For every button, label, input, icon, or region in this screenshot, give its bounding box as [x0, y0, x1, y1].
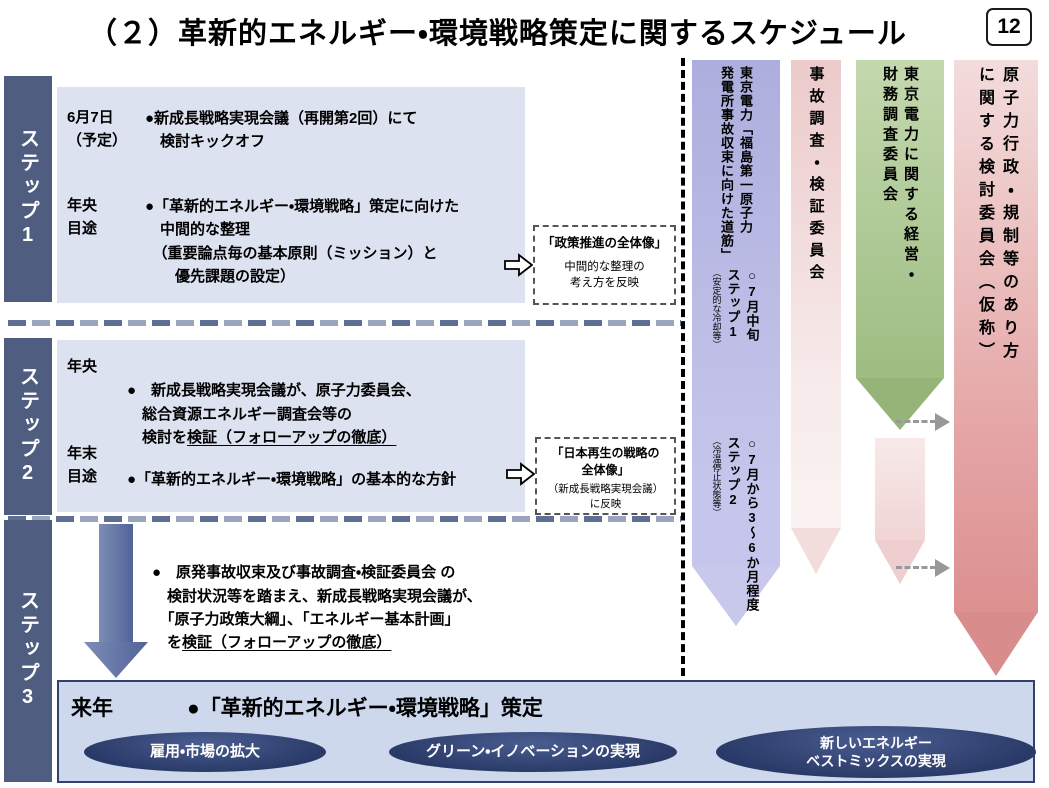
step3-text: ● 原発事故収束及び事故調査・検証委員会 の 検討状況等を踏まえ、新成長戦略実現…	[152, 538, 482, 654]
roadmap-milestone-2: ○7月から3～6か月程度 ステップ2 （冷温停止状態等）	[692, 436, 780, 612]
page-number-badge: 12	[986, 8, 1032, 46]
step1-row1-time: 6月7日 （予定）	[67, 109, 128, 149]
reflect-arrow-icon	[506, 462, 536, 486]
policy-callout-title: 「政策推進の全体像」	[541, 236, 667, 250]
step2-row1-time: 年央	[67, 358, 98, 375]
next-year-panel: 来年 ●「革新的エネルギー・環境戦略」策定 雇用・市場の拡大 グリーン・イノベー…	[57, 680, 1036, 783]
tepco-roadmap-title: 東京電力「福島第一原子力 発電所事故収束に向けた道筋」	[719, 66, 753, 262]
milestone-2-main: ○7月から3～6か月程度 ステップ2	[725, 436, 760, 612]
goal-ellipse-green-innovation: グリーン・イノベーションの実現	[389, 732, 677, 772]
revival-callout-title: 「日本再生の戦略の 全体像」	[551, 446, 660, 477]
step3-label: ステップ3	[4, 520, 52, 782]
policy-overview-callout: 「政策推進の全体像」 中間的な整理の 考え方を反映	[533, 225, 676, 305]
goal-ellipse-energy-mix: 新しいエネルギー ベストミックスの実現	[716, 726, 1036, 778]
step-separator-2	[8, 516, 681, 522]
step2-panel: 年央 ● 新成長戦略実現会議が、原子力委員会、 総合資源エネルギー調査会等の 検…	[57, 340, 525, 512]
milestone-1-sub: （安定的な冷却等）	[711, 268, 722, 349]
timeline-divider	[681, 58, 685, 676]
reflect-arrow-icon	[504, 253, 534, 277]
regulation-committee-arrowhead	[954, 612, 1038, 676]
page-title: （２）革新的エネルギー・環境戦略策定に関するスケジュール	[88, 18, 907, 50]
regulation-committee-arrow	[954, 60, 1038, 612]
next-year-label: 来年	[71, 697, 113, 720]
step2-label-text: ステップ2	[16, 365, 39, 488]
dashed-connector-arrow-1	[896, 412, 954, 432]
step1-row2-time: 年央 目途	[67, 197, 98, 237]
roadmap-milestone-1: ○7月中旬 ステップ1 （安定的な冷却等）	[692, 268, 780, 349]
dashed-connector-head	[935, 413, 950, 431]
step1-row2-text: ●「革新的エネルギー・環境戦略」策定に向けた 中間的な整理 （重要論点毎の基本原…	[145, 198, 460, 285]
step1-label-text: ステップ1	[16, 128, 39, 250]
step2-row1-text: ● 新成長戦略実現会議が、原子力委員会、 総合資源エネルギー調査会等の 検討を検…	[127, 356, 421, 449]
step1-row1-text: ●新成長戦略実現会議（再開第2回）にて 検討キックオフ	[145, 110, 418, 151]
dashed-connector-line	[896, 566, 936, 569]
goal-ellipse-employment: 雇用・市場の拡大	[84, 732, 326, 772]
step3-text-main: ● 原発事故収束及び事故調査・検証委員会 の 検討状況等を踏まえ、新成長戦略実現…	[152, 564, 482, 651]
step1-label: ステップ1	[4, 76, 52, 302]
milestone-2-sub: （冷温停止状態等）	[711, 436, 722, 517]
step-separator-1	[8, 320, 681, 326]
accident-committee-arrow	[791, 60, 841, 528]
step2-row2-text: ●「革新的エネルギー・環境戦略」の基本的な方針	[127, 471, 457, 488]
strategy-heading: ●「革新的エネルギー・環境戦略」策定	[187, 697, 543, 720]
dashed-connector-arrow-2	[896, 558, 954, 578]
step3-text-underline: 検証（フォローアップの徹底）	[182, 634, 392, 651]
milestone-1-main: ○7月中旬 ステップ1	[725, 268, 760, 342]
policy-callout-body: 中間的な整理の 考え方を反映	[564, 260, 645, 290]
finance-committee-label: 東京電力に関する経営・ 財務調査委員会	[881, 66, 919, 286]
revival-callout-body: （新成長戦略実現会議） に反映	[547, 482, 664, 510]
accident-committee-label: 事故調査・検証委員会	[807, 66, 825, 286]
accident-committee-arrowhead	[791, 528, 841, 574]
dashed-connector-head	[935, 559, 950, 577]
dashed-connector-line	[896, 420, 936, 423]
finance-committee-arrow	[856, 60, 944, 378]
step3-down-arrow	[84, 524, 148, 678]
followup-flow-arrow	[875, 438, 925, 540]
step3-arrow-shaft	[99, 524, 133, 644]
tepco-roadmap-arrow	[692, 60, 780, 566]
step2-row2-time: 年末 目途	[67, 445, 98, 485]
step1-panel: 6月7日 （予定） ●新成長戦略実現会議（再開第2回）にて 検討キックオフ 年央…	[57, 87, 525, 303]
step2-row1-text-underline: 検証（フォローアップの徹底）	[187, 428, 397, 446]
japan-revival-callout: 「日本再生の戦略の 全体像」 （新成長戦略実現会議） に反映	[535, 437, 676, 515]
regulation-committee-label: 原子力行政・規制等のあり方 に関する検討委員会（仮称）	[976, 66, 1017, 365]
step2-row1-text-main: ● 新成長戦略実現会議が、原子力委員会、 総合資源エネルギー調査会等の 検討を	[127, 382, 421, 446]
step3-arrowhead	[84, 642, 148, 678]
step2-label: ステップ2	[4, 338, 52, 515]
step3-label-text: ステップ3	[16, 590, 39, 712]
